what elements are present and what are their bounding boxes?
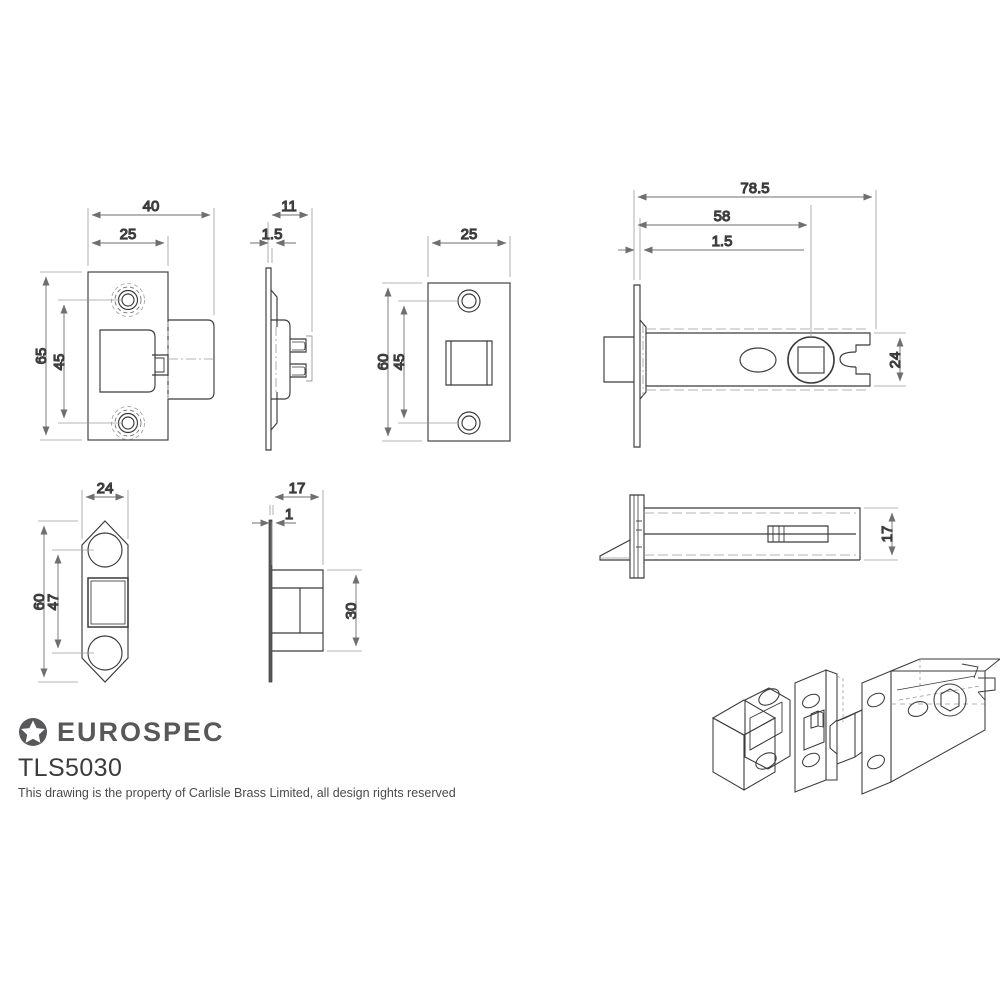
dim-17-b: 17 xyxy=(879,526,896,543)
view-strike-box-plan xyxy=(81,520,129,683)
model-code: TLS5030 xyxy=(18,754,123,782)
view-strike-box-profile xyxy=(268,519,324,683)
dim-17: 17 xyxy=(289,480,306,497)
iso-strike-box xyxy=(711,687,791,791)
dim-11: 11 xyxy=(281,198,297,215)
dim-60-b: 60 xyxy=(31,594,48,611)
view-isometric-assembly xyxy=(711,658,1000,795)
brand-row: EUROSPEC xyxy=(18,715,538,749)
view4-dimension-lines xyxy=(618,193,904,382)
view-strike-plate-face xyxy=(427,282,511,442)
view1-witness-lines xyxy=(40,208,215,441)
view-strike-box-side xyxy=(265,267,313,451)
view6-witness-lines xyxy=(269,490,362,652)
dim-60: 60 xyxy=(375,354,392,371)
dim-25: 25 xyxy=(120,226,137,243)
view3-witness-lines xyxy=(382,236,511,442)
title-block: EUROSPEC TLS5030 This drawing is the pro… xyxy=(18,715,538,801)
view3-dimension-lines xyxy=(384,239,507,437)
view7-witness-lines xyxy=(864,507,898,561)
iso-strike-plate xyxy=(794,669,844,793)
view6-dimension-lines xyxy=(252,493,360,647)
dim-65: 65 xyxy=(33,348,50,365)
view5-dimension-lines xyxy=(40,493,125,678)
view-latch-elevation xyxy=(599,494,861,579)
copyright-notice: This drawing is the property of Carlisle… xyxy=(18,786,456,800)
view2-dimension-lines xyxy=(250,211,309,247)
dim-1p5: 1.5 xyxy=(262,226,283,243)
view-strike-box-front xyxy=(87,271,215,441)
dim-47: 47 xyxy=(45,594,62,611)
dim-1: 1 xyxy=(285,506,293,523)
dim-1p5-b: 1.5 xyxy=(712,233,733,250)
dim-45-b: 45 xyxy=(391,354,408,371)
dim-24: 24 xyxy=(887,352,904,369)
dim-45: 45 xyxy=(51,354,68,371)
dim-58: 58 xyxy=(714,208,731,225)
dim-25-b: 25 xyxy=(461,226,478,243)
dim-30: 30 xyxy=(343,603,360,620)
view4-witness-lines xyxy=(633,190,906,387)
iso-tubular-latch xyxy=(836,658,1000,795)
dim-40: 40 xyxy=(143,198,160,215)
dim-24-b: 24 xyxy=(97,480,114,497)
brand-name: EUROSPEC xyxy=(57,717,225,747)
view-latch-plan xyxy=(603,284,871,448)
dim-78-5: 78.5 xyxy=(740,180,769,197)
star-in-circle-logo-icon xyxy=(19,718,47,746)
view1-dimension-lines xyxy=(42,211,211,436)
view5-witness-lines xyxy=(38,490,129,683)
